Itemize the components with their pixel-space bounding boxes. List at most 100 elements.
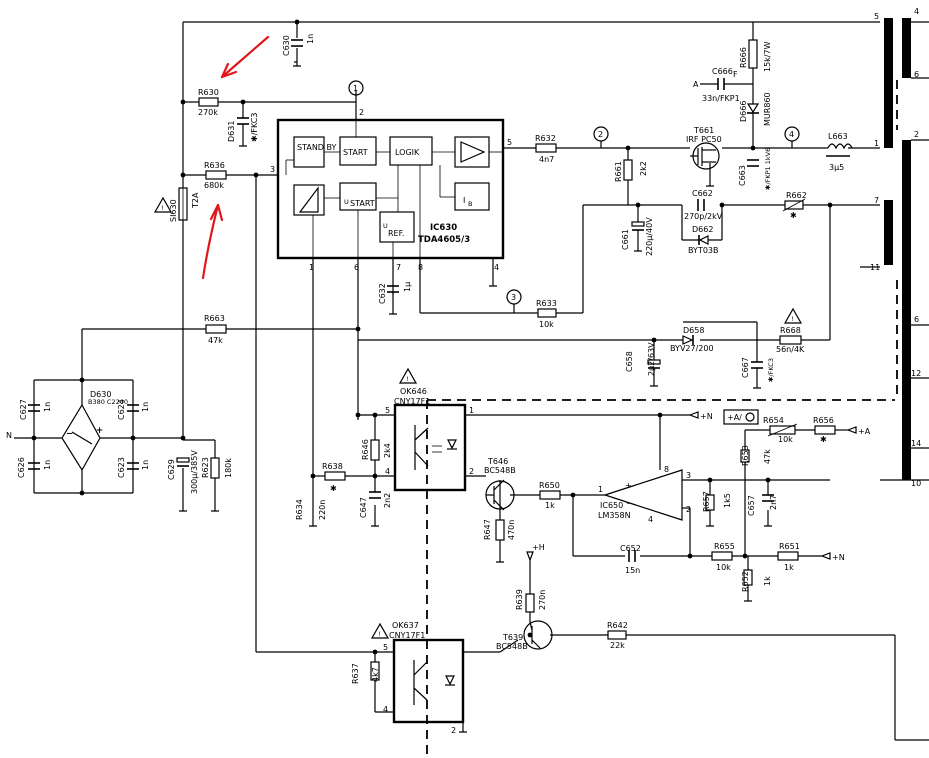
svg-text:1k5: 1k5 (723, 493, 732, 508)
svg-text:6: 6 (354, 263, 359, 272)
svg-text:220n: 220n (318, 500, 327, 520)
svg-text:5: 5 (385, 406, 390, 415)
svg-text:A: A (693, 80, 699, 89)
rail-plus-n-top: +N (700, 412, 713, 421)
svg-text:L663: L663 (828, 132, 848, 141)
rail-plus-n-bottom: +N (832, 553, 845, 562)
arrow-icon (220, 35, 270, 79)
svg-text:R639: R639 (515, 589, 524, 610)
svg-text:OK637: OK637 (392, 621, 419, 630)
svg-text:5: 5 (874, 12, 879, 21)
svg-text:OK646: OK646 (400, 387, 427, 396)
svg-text:10k: 10k (539, 320, 554, 329)
svg-text:R638: R638 (322, 462, 343, 471)
svg-text:R663: R663 (204, 314, 225, 323)
svg-text:+A/: +A/ (727, 413, 742, 422)
svg-text:T661: T661 (693, 126, 714, 135)
resistor-r657 (705, 494, 715, 511)
svg-text:8: 8 (418, 263, 423, 272)
node-1: 1 (353, 84, 358, 93)
svg-text:270k: 270k (198, 108, 218, 117)
svg-text:270p/2kV: 270p/2kV (684, 212, 723, 221)
ic-block-uref: REF. (388, 229, 404, 238)
t639-transistor: T639 BC548B (496, 620, 553, 651)
svg-text:1: 1 (598, 485, 603, 494)
svg-text:R634: R634 (295, 499, 304, 520)
node-markers: 1 2 3 4 (348, 80, 800, 313)
svg-text:2µ2/63V: 2µ2/63V (647, 342, 656, 376)
svg-text:C652: C652 (620, 544, 641, 553)
resistor-r661 (623, 159, 633, 181)
resistor-r663 (205, 324, 227, 334)
svg-text:1k: 1k (545, 501, 555, 510)
svg-text:R651: R651 (779, 542, 800, 551)
svg-text:R637: R637 (351, 663, 360, 684)
t661-mosfet: T661 IRF PC50 (686, 126, 722, 170)
ic630-ref: IC630 (430, 223, 457, 233)
svg-text:1: 1 (874, 139, 879, 148)
resistor-r653 (740, 449, 750, 463)
svg-text:R662: R662 (786, 191, 807, 200)
svg-text:CNY17F1: CNY17F1 (389, 631, 425, 640)
resistor-r633 (537, 308, 557, 318)
ok646: OK646 CNY17F1 5 4 1 2 (385, 387, 474, 492)
svg-text:R656: R656 (813, 416, 834, 425)
svg-text:3µ5: 3µ5 (829, 163, 844, 172)
svg-text:T639: T639 (502, 633, 523, 642)
svg-text:1n: 1n (141, 460, 150, 470)
svg-text:!: ! (161, 204, 164, 212)
svg-text:T2A: T2A (191, 192, 200, 209)
svg-text:22k: 22k (610, 641, 625, 650)
svg-text:1: 1 (469, 406, 474, 415)
svg-text:R633: R633 (536, 299, 557, 308)
svg-text:2k4: 2k4 (383, 443, 392, 458)
warning-icon (783, 307, 803, 324)
svg-text:✱/FKP1 1kV6: ✱/FKP1 1kV6 (764, 148, 772, 190)
svg-text:470n: 470n (507, 520, 516, 540)
resistor-r632 (535, 143, 557, 153)
svg-text:3: 3 (270, 165, 275, 174)
resistor-r647 (495, 519, 505, 541)
svg-text:270n: 270n (538, 590, 547, 610)
primary-winding-2 (884, 200, 893, 265)
svg-text:56n/4K: 56n/4K (776, 345, 805, 354)
svg-text:BYV27/200: BYV27/200 (670, 344, 714, 353)
svg-text:1n: 1n (43, 402, 52, 412)
svg-text:4n7: 4n7 (539, 155, 554, 164)
svg-text:7: 7 (874, 196, 879, 205)
svg-text:R657: R657 (702, 491, 711, 512)
mains-p: N (6, 431, 12, 440)
ic-block-ustart: START (350, 199, 375, 208)
ground-symbols (179, 58, 772, 733)
red-annotation-arrows (201, 35, 270, 280)
junctions (31, 19, 833, 655)
svg-text:R646: R646 (361, 439, 370, 460)
svg-text:−: − (626, 499, 633, 508)
svg-text:1µ: 1µ (403, 282, 412, 292)
svg-text:R632: R632 (535, 134, 556, 143)
svg-text:R653: R653 (741, 445, 750, 466)
warning-icon (153, 196, 173, 213)
svg-text:4: 4 (383, 705, 388, 714)
svg-text:IC650: IC650 (600, 501, 623, 510)
svg-text:R636: R636 (204, 161, 225, 170)
svg-text:6: 6 (914, 315, 919, 324)
svg-text:47k: 47k (208, 336, 223, 345)
svg-text:4: 4 (385, 467, 390, 476)
svg-text:180k: 180k (224, 458, 233, 478)
svg-text:4: 4 (914, 7, 919, 16)
svg-text:R623: R623 (201, 457, 210, 478)
svg-text:F: F (733, 70, 738, 79)
svg-text:C667: C667 (741, 357, 750, 378)
svg-text:U: U (383, 222, 388, 230)
resistor-r646 (370, 439, 380, 461)
ic650-opamp: + − IC650 LM358N 1 8 3 2 4 (598, 465, 691, 524)
svg-text:BYT03B: BYT03B (688, 246, 719, 255)
resistor-r651 (777, 551, 799, 561)
svg-text:1n: 1n (306, 34, 315, 44)
svg-text:B: B (468, 200, 472, 208)
resistor-r638 (324, 471, 346, 481)
svg-text:C627: C627 (19, 399, 28, 420)
resistor-r652 (743, 569, 753, 586)
svg-text:C626: C626 (17, 457, 26, 478)
